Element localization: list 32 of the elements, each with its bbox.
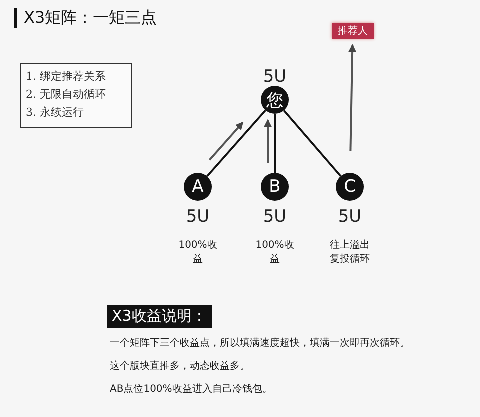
body-text: 这个版块直推多，动态收益多。 bbox=[110, 360, 250, 373]
tag-label: 推荐人 bbox=[338, 24, 368, 38]
node-label: A bbox=[192, 177, 204, 197]
section-heading: X3收益说明： bbox=[107, 305, 212, 328]
list-item: 2. 无限自动循环 bbox=[26, 87, 107, 103]
value-label: 5U bbox=[185, 207, 211, 227]
note-label: 100%收益 bbox=[178, 239, 218, 267]
body-text: 一个矩阵下三个收益点，所以填满速度超快，填满一次即再次循环。 bbox=[110, 336, 410, 350]
note-label: 100%收益 bbox=[254, 239, 296, 267]
body-text: AB点位100%收益进入自己冷钱包。 bbox=[110, 382, 272, 396]
note-label: 往上溢出复投循环 bbox=[329, 239, 371, 267]
connector-line bbox=[274, 114, 276, 173]
connector-line bbox=[283, 110, 342, 178]
value-label: 5U bbox=[262, 67, 288, 87]
node-label: 您 bbox=[266, 90, 284, 112]
node-circle bbox=[261, 86, 289, 114]
node-circle bbox=[184, 173, 212, 201]
node-circle bbox=[336, 173, 364, 201]
value-label: 5U bbox=[337, 207, 363, 227]
node-circle bbox=[261, 173, 289, 201]
list-item: 1. 绑定推荐关系 bbox=[26, 69, 107, 85]
node-label: C bbox=[344, 177, 356, 197]
arrow bbox=[348, 44, 357, 152]
title: X3矩阵：一矩三点 bbox=[24, 8, 158, 29]
arrow bbox=[209, 122, 244, 161]
tag-box bbox=[332, 23, 374, 39]
list-box bbox=[20, 63, 132, 128]
list-item: 3. 永续运行 bbox=[26, 105, 85, 121]
connector-line bbox=[206, 110, 266, 178]
arrow bbox=[264, 119, 272, 163]
value-label: 5U bbox=[262, 207, 288, 227]
node-label: B bbox=[269, 177, 281, 197]
